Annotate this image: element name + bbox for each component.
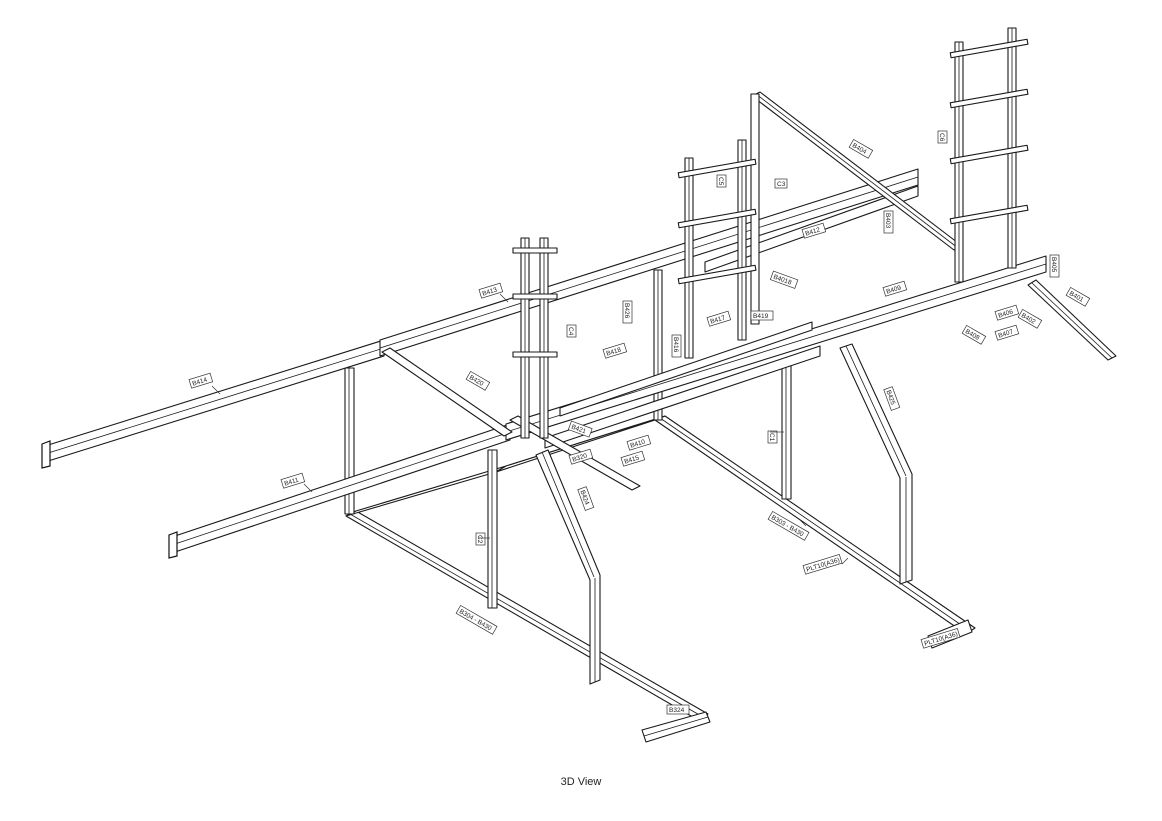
svg-text:C2: C2 [476, 535, 483, 544]
label-c4: C4 [566, 324, 577, 338]
svg-text:B320: B320 [571, 452, 588, 463]
bent-frame-right [839, 343, 913, 585]
label-b413: B413 [478, 282, 504, 299]
column-mid-rung-3 [677, 264, 757, 285]
svg-text:B412: B412 [804, 226, 821, 237]
member-labels: B414 B413 B411 B410 B412 B409 B419 B415 [188, 130, 1091, 715]
beam-b420 [381, 347, 513, 437]
svg-text:B409: B409 [885, 284, 902, 295]
label-b406: B406 [994, 304, 1020, 321]
label-c1: C1 [767, 430, 778, 444]
label-b404: B404 [848, 138, 874, 159]
svg-text:C4: C4 [567, 327, 574, 336]
column-left-rung-3 [512, 351, 558, 358]
svg-text:B414: B414 [191, 376, 208, 387]
post-left-rear [344, 367, 355, 515]
post-c2 [487, 449, 498, 609]
label-c6: C6 [937, 130, 948, 144]
label-b408: B408 [961, 324, 987, 345]
base-frame [345, 415, 976, 743]
svg-text:B410: B410 [629, 438, 646, 449]
label-b403: B403 [883, 210, 894, 234]
label-c2: C2 [475, 532, 486, 546]
column-left-rung-1 [512, 247, 558, 254]
beam-b414-end [41, 440, 51, 469]
column-left-rung-2 [512, 293, 558, 300]
label-b426: B426 [622, 300, 633, 324]
column-right-rung-3 [949, 144, 1029, 165]
column-right-rung-1 [949, 38, 1029, 59]
label-b409: B409 [882, 280, 908, 297]
skid-left-end [641, 711, 711, 743]
label-b419: B419 [750, 310, 774, 321]
label-c3: C3 [774, 178, 788, 189]
svg-text:B4018: B4018 [772, 274, 792, 287]
ladder-columns [512, 27, 1029, 439]
label-b421: B421 [567, 420, 593, 438]
svg-text:B424: B424 [578, 489, 590, 506]
svg-text:C6: C6 [938, 133, 945, 142]
label-b418: B418 [602, 342, 628, 359]
svg-text:B426: B426 [623, 303, 630, 319]
svg-text:B304 - B430: B304 - B430 [458, 608, 493, 632]
label-b405: B405 [1049, 254, 1060, 278]
column-right-rung-4 [949, 204, 1029, 225]
svg-text:B324: B324 [669, 707, 685, 714]
beam-b415 [544, 345, 821, 449]
svg-text:B407: B407 [997, 328, 1014, 339]
label-b407: B407 [994, 324, 1020, 341]
svg-text:B411: B411 [283, 477, 299, 488]
svg-text:B403: B403 [884, 213, 891, 229]
view-caption: 3D View [560, 776, 602, 788]
label-b415: B415 [620, 450, 646, 467]
label-b410: B410 [626, 434, 652, 451]
label-b4018: B4018 [769, 270, 799, 289]
label-b402: B402 [1017, 308, 1043, 329]
label-b320: B320 [568, 448, 594, 465]
label-c5: C5 [716, 174, 727, 188]
column-right-rung-2 [949, 88, 1029, 109]
label-b420: B420 [465, 370, 491, 391]
label-b304: B304 - B430 [455, 604, 498, 635]
column-mid-rung-2 [677, 208, 757, 229]
label-b401: B401 [1065, 286, 1091, 307]
column-mid-rung-1 [677, 158, 757, 179]
svg-text:B425: B425 [884, 389, 896, 406]
svg-text:B406: B406 [997, 308, 1014, 319]
bent-frames [535, 343, 913, 685]
svg-text:C3: C3 [777, 181, 786, 188]
svg-text:C5: C5 [717, 177, 724, 186]
label-b411: B411 [280, 472, 306, 489]
label-b324: B324 [666, 704, 690, 715]
svg-text:B418: B418 [605, 346, 622, 357]
label-b414: B414 [188, 372, 214, 389]
svg-text:B413: B413 [481, 286, 498, 297]
svg-text:B416: B416 [672, 337, 679, 353]
svg-text:B417: B417 [709, 314, 726, 325]
svg-text:C1: C1 [768, 433, 775, 442]
beam-b419 [559, 321, 813, 417]
svg-text:B419: B419 [753, 313, 769, 320]
beam-b411-end [168, 531, 178, 559]
svg-text:B415: B415 [623, 454, 640, 465]
label-b424: B424 [577, 486, 595, 511]
label-b417: B417 [706, 310, 732, 327]
label-b416: B416 [671, 334, 682, 358]
bent-frame-left [535, 449, 601, 685]
label-plt1: PLT10(A36) [802, 554, 843, 575]
svg-text:B421: B421 [570, 424, 587, 436]
svg-text:B405: B405 [1050, 257, 1057, 273]
label-b425: B425 [883, 386, 901, 411]
label-b412: B412 [801, 222, 827, 239]
